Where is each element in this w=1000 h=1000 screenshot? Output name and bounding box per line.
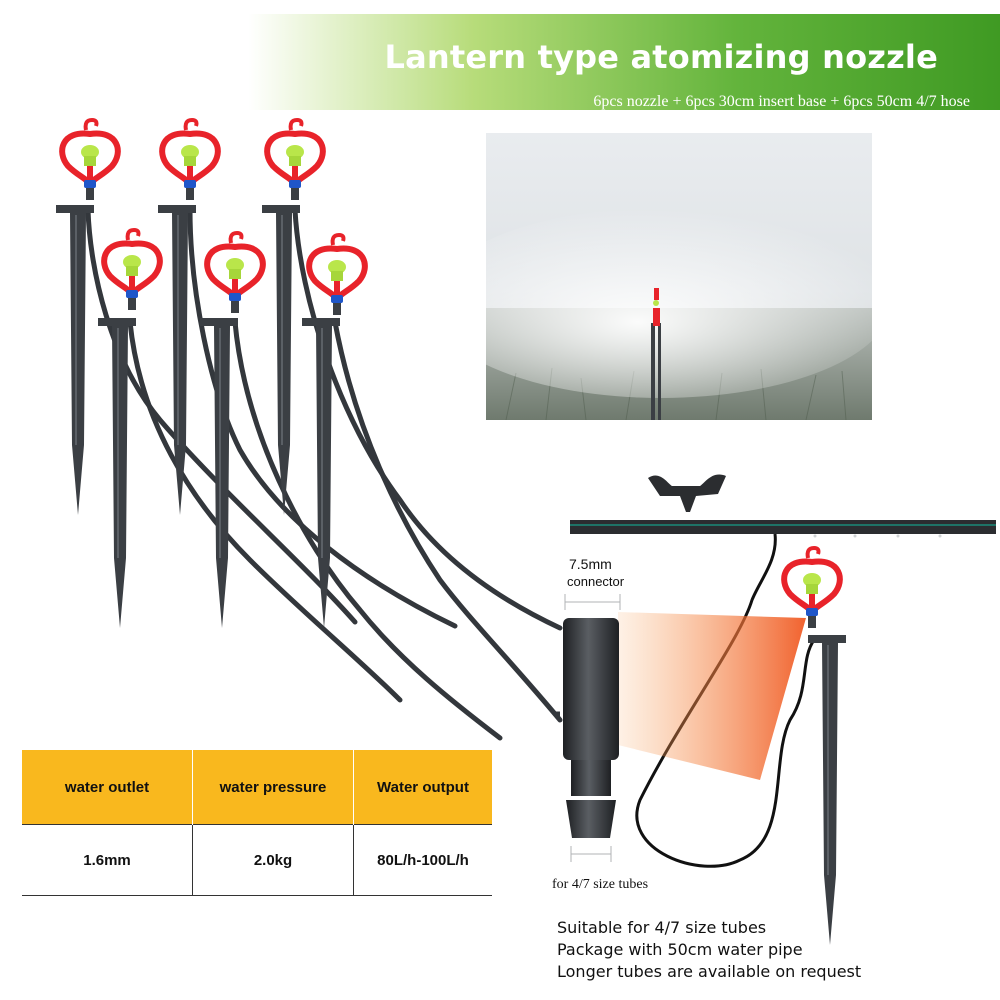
notes: Suitable for 4/7 size tubes Package with… [557, 917, 861, 983]
note-line: Package with 50cm water pipe [557, 940, 803, 959]
connector-name-label: connector [567, 574, 625, 589]
note-line: Longer tubes are available on request [557, 962, 862, 981]
title-banner: Lantern type atomizing nozzle 6pcs nozzl… [248, 14, 1000, 110]
spec-value-pressure: 2.0kg [192, 824, 354, 896]
banner-title: Lantern type atomizing nozzle [384, 38, 938, 76]
tube-size-label: for 4/7 size tubes [552, 877, 649, 892]
spec-table: water outlet water pressure Water output… [22, 750, 492, 896]
spec-header-row: water outlet water pressure Water output [22, 750, 492, 825]
spec-value-row: 1.6mm 2.0kg 80L/h-100L/h [22, 824, 492, 896]
spray-photo [486, 133, 872, 420]
connector-size-label: 7.5mm [569, 556, 612, 572]
spec-header-pressure: water pressure [192, 750, 354, 825]
spec-header-output: Water output [353, 750, 492, 825]
note-line: Suitable for 4/7 size tubes [557, 918, 767, 937]
banner-subtitle: 6pcs nozzle + 6pcs 30cm insert base + 6p… [593, 93, 970, 110]
spec-value-output: 80L/h-100L/h [353, 824, 492, 896]
spec-value-outlet: 1.6mm [22, 824, 193, 896]
spec-header-outlet: water outlet [22, 750, 193, 825]
